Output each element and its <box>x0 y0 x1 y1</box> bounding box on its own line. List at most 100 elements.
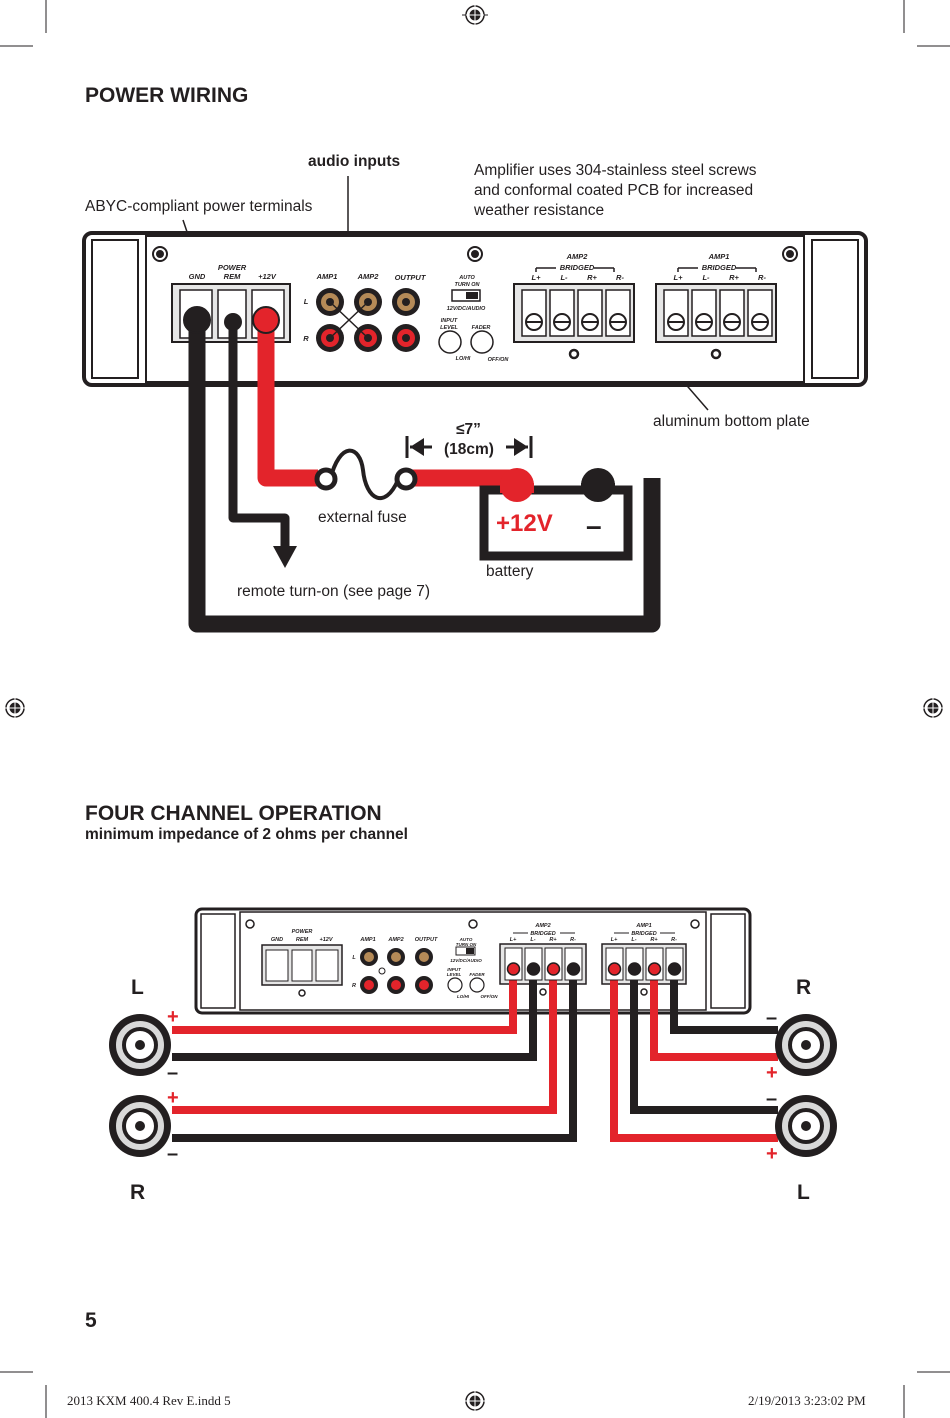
b-label-amp1-lm: L- <box>631 937 636 943</box>
remote-label: remote turn-on (see page 7) <box>237 583 430 600</box>
label-amp2-title: AMP2 <box>566 252 589 261</box>
b-label-rem: REM <box>296 937 309 943</box>
registration-mark-bottom <box>462 1388 488 1414</box>
wire-amp1-rm <box>670 962 778 1034</box>
speaker-icon <box>775 1014 837 1076</box>
polarity-plus-rb: + <box>766 1143 778 1165</box>
terminal-screw-icon <box>607 962 622 976</box>
b-label-amp1: AMP1 <box>359 937 375 943</box>
label-r: R <box>303 334 309 343</box>
terminal-screw-icon <box>627 962 642 976</box>
fuse-icon <box>314 448 418 501</box>
polarity-minus-lb: – <box>167 1143 178 1165</box>
b-label-amp1-title: AMP1 <box>635 923 651 929</box>
wire-amp2-lp <box>172 962 517 1034</box>
label-right-bottom: L <box>797 1181 810 1204</box>
label-auto: AUTO <box>458 275 475 281</box>
registration-mark-top <box>462 2 488 28</box>
label-amp1-bridged: BRIDGED <box>702 263 737 272</box>
label-turn-on: TURN ON <box>454 282 480 288</box>
remote-wire <box>228 318 290 548</box>
amp-note-line2: and conformal coated PCB for increased <box>474 182 754 199</box>
b-label-amp2-lp: L+ <box>510 937 517 943</box>
registration-mark-left <box>2 695 28 721</box>
label-left-top: L <box>131 976 144 999</box>
b-label-amp1-bridged: BRIDGED <box>631 931 656 937</box>
page-number: 5 <box>85 1309 97 1332</box>
label-amp1-lp: L+ <box>674 273 684 282</box>
amplifier-top: POWER GND REM +12V AMP1 AMP2 OUTPUT L R … <box>82 231 868 387</box>
battery-icon: +12V – <box>479 468 633 561</box>
speaker-icon <box>109 1014 171 1076</box>
label-l: L <box>304 297 309 306</box>
b-label-power: POWER <box>292 929 313 935</box>
b-label-amp2-title: AMP2 <box>534 923 550 929</box>
fuse-label: external fuse <box>318 509 407 526</box>
b-label-gnd: GND <box>271 937 283 943</box>
label-amp1-title: AMP1 <box>708 252 730 261</box>
label-amp2-rp: R+ <box>587 273 597 282</box>
label-amp2-lm: L- <box>560 273 568 282</box>
b-label-mode: 12V/DC/AUDIO <box>450 958 482 963</box>
wire-amp1-lp <box>610 962 778 1142</box>
label-output: OUTPUT <box>395 273 427 282</box>
terminal-screw-icon <box>647 962 662 976</box>
terminal-screw-icon <box>506 962 521 976</box>
positive-wire <box>257 312 318 487</box>
label-amp2-rm: R- <box>616 273 624 282</box>
distance-line1: ≤7” <box>456 421 481 438</box>
polarity-minus-rt: – <box>766 1007 777 1029</box>
amp-note-line1: Amplifier uses 304-stainless steel screw… <box>474 162 757 179</box>
label-power: POWER <box>218 263 247 272</box>
remote-arrow-head <box>273 546 297 568</box>
b-label-amp2: AMP2 <box>387 937 403 943</box>
label-level: LEVEL <box>440 325 458 331</box>
terminal-screw-icon <box>546 962 561 976</box>
wire-amp2-rp <box>172 962 557 1114</box>
footer-file: 2013 KXM 400.4 Rev E.indd 5 <box>67 1393 231 1408</box>
panel-screw <box>152 246 798 262</box>
polarity-minus-lt: – <box>167 1062 178 1084</box>
b-label-input: INPUT <box>447 967 462 972</box>
b-label-auto: AUTO <box>459 937 473 942</box>
b-label-offon: OFF/ON <box>481 994 499 999</box>
label-gnd: GND <box>189 272 206 281</box>
four-channel-title: FOUR CHANNEL OPERATION <box>85 802 382 825</box>
label-12v: +12V <box>258 272 277 281</box>
registration-mark-right <box>920 695 946 721</box>
polarity-plus-rt: + <box>766 1062 778 1084</box>
speaker-icon <box>109 1095 171 1157</box>
polarity-minus-rb: – <box>766 1088 777 1110</box>
audio-inputs-label: audio inputs <box>308 153 401 170</box>
battery-minus-label: – <box>586 510 602 541</box>
b-label-lohi: LO/HI <box>457 994 470 999</box>
speaker-icon <box>775 1095 837 1157</box>
distance-marker <box>405 436 533 458</box>
distance-line2: (18cm) <box>444 441 494 458</box>
terminal-screw-icon <box>667 962 682 976</box>
b-label-amp2-bridged: BRIDGED <box>530 931 555 937</box>
terminal-screw-icon <box>526 962 541 976</box>
wire-amp2-rm <box>172 962 577 1142</box>
label-amp2-lp: L+ <box>532 273 542 282</box>
label-amp1-lm: L- <box>702 273 710 282</box>
battery-plus-label: +12V <box>496 510 553 537</box>
polarity-plus-lb: + <box>167 1087 179 1109</box>
ground-wire <box>188 312 661 633</box>
b-label-output: OUTPUT <box>415 937 438 943</box>
terminal-screw-icon <box>566 962 581 976</box>
speaker-wires <box>172 962 778 1142</box>
wire-amp1-rp <box>650 962 778 1061</box>
label-offon: OFF/ON <box>488 357 510 363</box>
wire-amp1-lm <box>630 962 778 1114</box>
b-label-level: LEVEL <box>447 972 462 977</box>
b-label-turn-on: TURN ON <box>456 942 477 947</box>
power-wiring-title: POWER WIRING <box>85 84 249 107</box>
label-amp1-rm: R- <box>758 273 766 282</box>
b-label-fader: FADER <box>469 972 485 977</box>
aluminum-label: aluminum bottom plate <box>653 413 810 430</box>
b-label-r: R <box>352 983 356 989</box>
wire-amp2-lm <box>172 962 537 1061</box>
b-label-amp1-rm: R- <box>671 937 677 943</box>
